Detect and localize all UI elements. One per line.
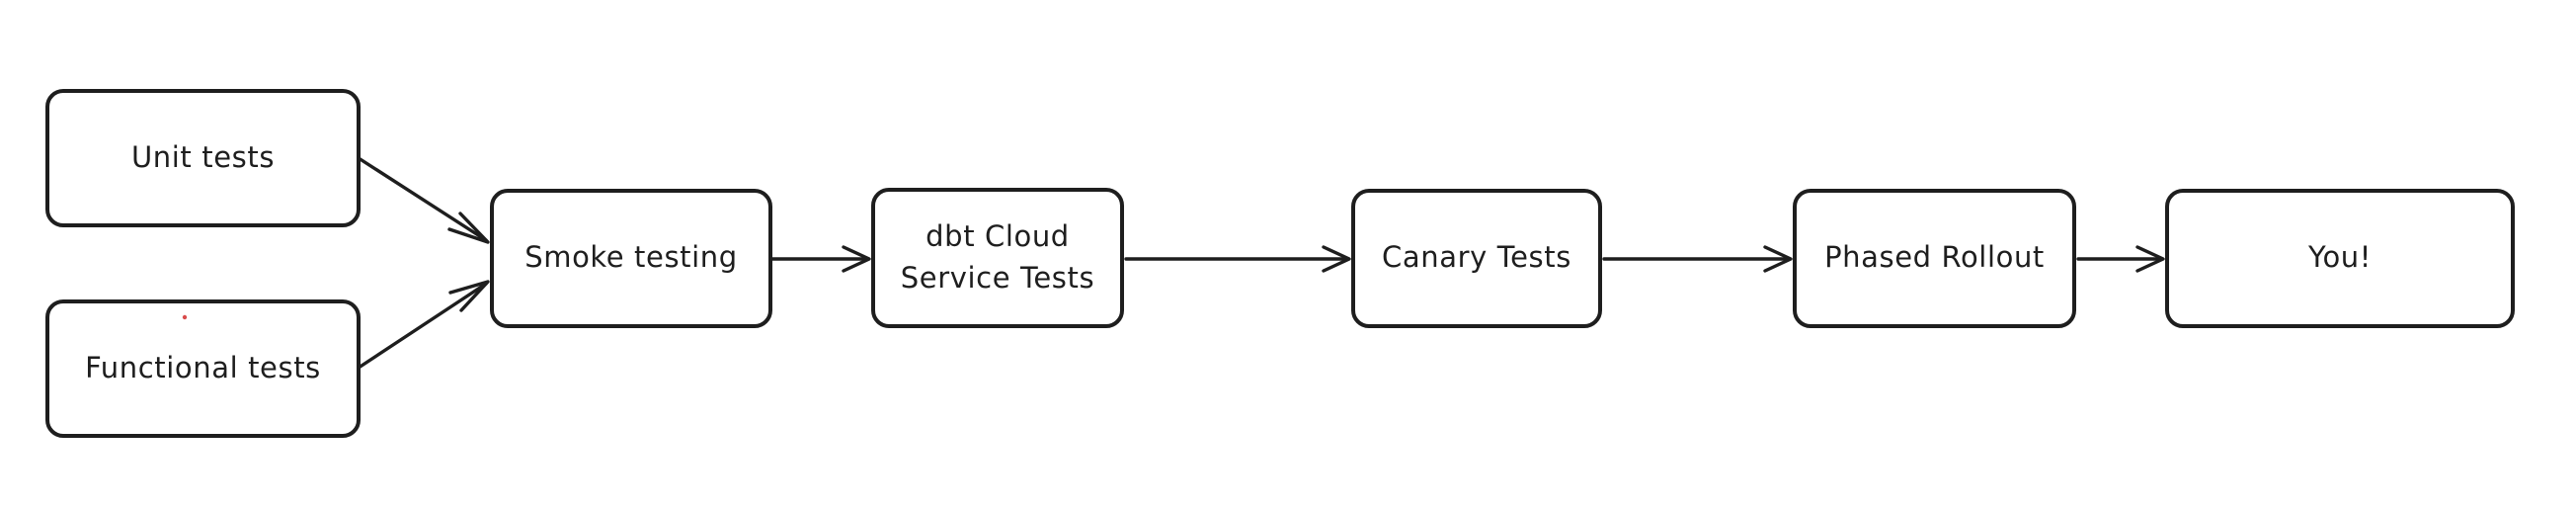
ink-speck	[182, 314, 188, 320]
node-dbt-cloud-service-tests-label-line2: Service Tests	[901, 261, 1094, 295]
edge-smoke-to-dbt[interactable]	[770, 245, 871, 273]
edge-phased-to-you-arrowhead	[2135, 245, 2165, 273]
edge-unit-to-smoke-arrowhead	[447, 212, 490, 244]
node-you-box	[2165, 189, 2515, 328]
node-unit-tests-label: Unit tests	[131, 140, 275, 174]
edge-dbt-to-canary-arrowhead	[1322, 245, 1351, 273]
node-unit-tests[interactable]: Unit tests	[45, 89, 361, 227]
edge-functional-to-smoke-arrowhead	[448, 280, 490, 312]
node-canary-tests-box	[1351, 189, 1602, 328]
node-you[interactable]: You!	[2165, 189, 2515, 328]
edge-dbt-to-canary[interactable]	[1124, 245, 1351, 273]
node-functional-tests-box	[45, 299, 361, 438]
node-canary-tests[interactable]: Canary Tests	[1351, 189, 1602, 328]
node-unit-tests-box	[45, 89, 361, 227]
node-you-label: You!	[2307, 240, 2372, 274]
node-canary-tests-label: Canary Tests	[1382, 240, 1571, 274]
node-phased-rollout-label: Phased Rollout	[1824, 240, 2045, 274]
node-dbt-cloud-service-tests-label-line1: dbt Cloud	[926, 219, 1070, 253]
node-dbt-cloud-service-tests-box	[871, 188, 1124, 328]
edge-canary-to-phased-arrowhead	[1763, 245, 1793, 273]
edge-functional-to-smoke[interactable]	[357, 280, 490, 370]
node-smoke-testing-label: Smoke testing	[524, 240, 738, 274]
node-phased-rollout[interactable]: Phased Rollout	[1793, 189, 2076, 328]
edge-unit-to-smoke-line	[357, 156, 488, 242]
node-functional-tests[interactable]: Functional tests	[45, 299, 361, 438]
node-phased-rollout-box	[1793, 189, 2076, 328]
node-functional-tests-label: Functional tests	[85, 351, 321, 384]
edge-functional-to-smoke-line	[357, 282, 488, 370]
edge-smoke-to-dbt-arrowhead	[842, 245, 871, 273]
edge-phased-to-you[interactable]	[2076, 245, 2165, 273]
node-smoke-testing-box	[490, 189, 772, 328]
node-dbt-cloud-service-tests[interactable]: dbt Cloud Service Tests	[871, 188, 1124, 328]
edge-unit-to-smoke[interactable]	[357, 156, 490, 244]
edge-canary-to-phased[interactable]	[1602, 245, 1793, 273]
node-smoke-testing[interactable]: Smoke testing	[490, 189, 772, 328]
